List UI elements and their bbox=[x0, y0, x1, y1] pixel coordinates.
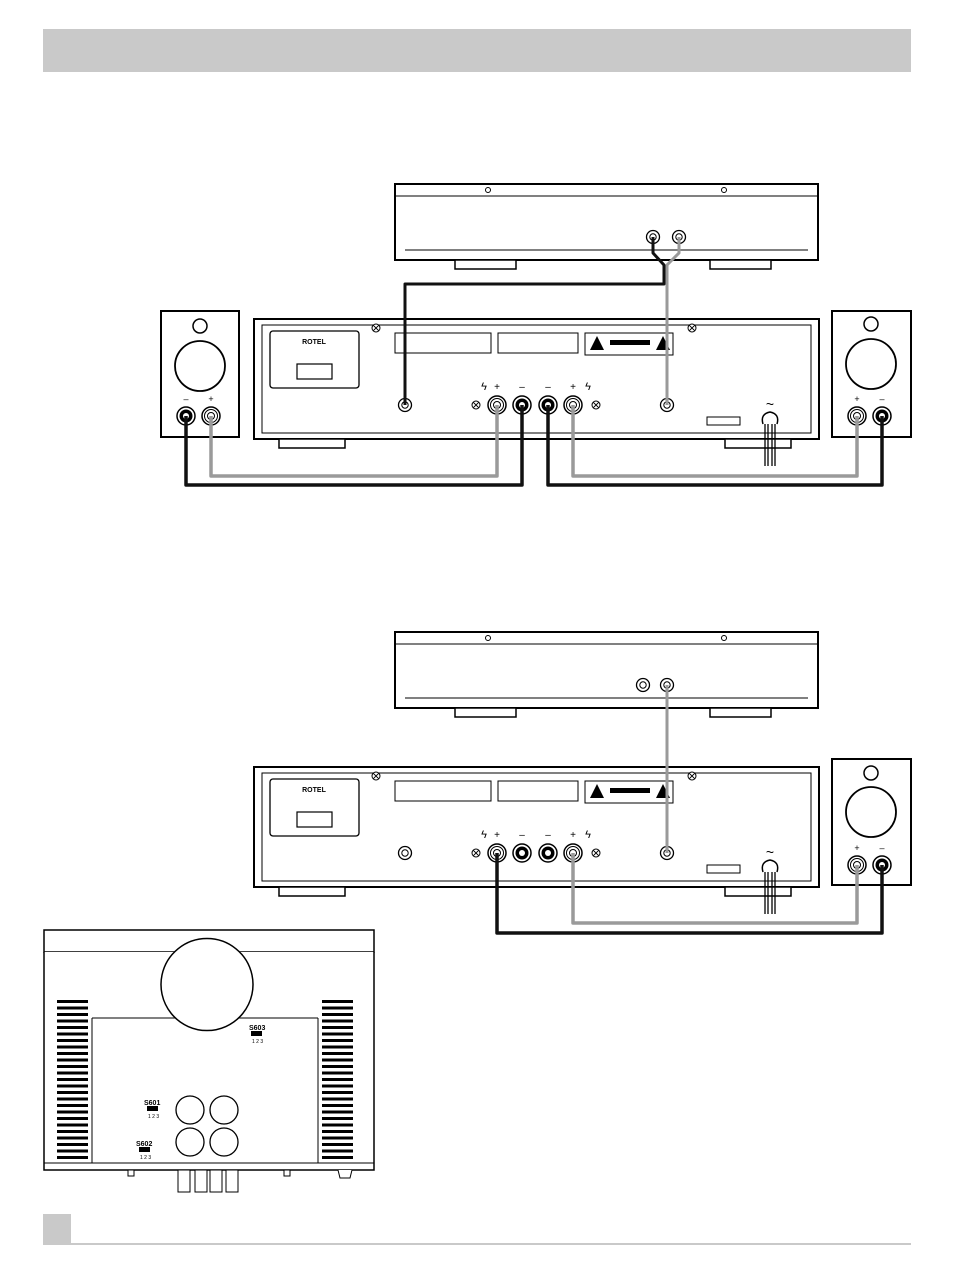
heatsink-fin bbox=[57, 1091, 88, 1094]
ac-symbol: ~ bbox=[766, 396, 774, 412]
heatsink-fin bbox=[322, 1072, 353, 1075]
hazard-symbol: ϟ bbox=[585, 381, 591, 393]
heatsink-fin bbox=[322, 1020, 353, 1023]
heatsink-fin bbox=[322, 1085, 353, 1088]
heatsink-fin bbox=[57, 1052, 88, 1055]
hazard-symbol: ϟ bbox=[481, 381, 487, 393]
heatsink-fin bbox=[322, 1007, 353, 1010]
hazard-symbol: ϟ bbox=[585, 829, 591, 841]
heatsink-fin bbox=[57, 1124, 88, 1127]
minus-label: – bbox=[519, 830, 525, 841]
heatsink-fin bbox=[322, 1130, 353, 1133]
plus-label: + bbox=[854, 843, 859, 853]
plus-label: + bbox=[570, 830, 576, 841]
heatsink-fin bbox=[322, 1013, 353, 1016]
heatsink-fin bbox=[322, 1033, 353, 1036]
switch-s602-label: S602 bbox=[136, 1141, 152, 1148]
speaker-right-top bbox=[832, 311, 911, 437]
minus-label: – bbox=[545, 830, 551, 841]
heatsink-fin bbox=[57, 1007, 88, 1010]
heatsink-fin bbox=[57, 1156, 88, 1159]
heatsink-fin bbox=[57, 1000, 88, 1003]
switch-s603-label: S603 bbox=[249, 1025, 265, 1032]
plus-label: + bbox=[494, 382, 500, 393]
heatsink-fin bbox=[57, 1150, 88, 1153]
heatsink-fin bbox=[57, 1104, 88, 1107]
brand-logo: ROTEL bbox=[302, 339, 326, 346]
heatsink-fin bbox=[57, 1078, 88, 1081]
heatsink-fin bbox=[322, 1026, 353, 1029]
footer-rule bbox=[43, 1243, 911, 1245]
page-number-box bbox=[43, 1214, 71, 1244]
amplifier-unit-top: ROTEL bbox=[254, 319, 819, 466]
heatsink-fin bbox=[322, 1065, 353, 1068]
heatsink-fin bbox=[57, 1020, 88, 1023]
heatsink-fin bbox=[57, 1098, 88, 1101]
heatsink-fin bbox=[57, 1072, 88, 1075]
heatsink-fin bbox=[322, 1059, 353, 1062]
heatsink-fin bbox=[57, 1085, 88, 1088]
minus-label: – bbox=[879, 843, 884, 853]
switch-s603-digits: 1 2 3 bbox=[252, 1039, 263, 1045]
minus-label: – bbox=[879, 394, 884, 404]
heatsink-fin bbox=[57, 1039, 88, 1042]
amplifier-unit-bottom: ROTEL bbox=[254, 767, 819, 914]
speaker-right-bottom bbox=[832, 759, 911, 885]
plus-label: + bbox=[208, 394, 213, 404]
heatsink-fin bbox=[57, 1033, 88, 1036]
heatsink-fin bbox=[322, 1078, 353, 1081]
heatsink-fin bbox=[322, 1098, 353, 1101]
heatsink-fin bbox=[57, 1026, 88, 1029]
switch-s601-digits: 1 2 3 bbox=[148, 1114, 159, 1120]
brand-logo: ROTEL bbox=[302, 787, 326, 794]
heatsink-fin bbox=[322, 1104, 353, 1107]
plus-label: + bbox=[494, 830, 500, 841]
switch-s601-label: S601 bbox=[144, 1100, 160, 1107]
heatsink-fin bbox=[57, 1111, 88, 1114]
heatsink-fin bbox=[57, 1013, 88, 1016]
heatsink-fin bbox=[57, 1137, 88, 1140]
plus-label: + bbox=[854, 394, 859, 404]
source-unit-top bbox=[395, 184, 818, 269]
heatsink-fin bbox=[322, 1091, 353, 1094]
heatsink-fin bbox=[57, 1117, 88, 1120]
minus-label: – bbox=[519, 382, 525, 393]
heatsink-fin bbox=[57, 1130, 88, 1133]
heatsink-fin bbox=[322, 1039, 353, 1042]
heatsink-fin bbox=[322, 1052, 353, 1055]
minus-label: – bbox=[183, 394, 188, 404]
hazard-symbol: ϟ bbox=[481, 829, 487, 841]
speaker-left-top bbox=[161, 311, 239, 437]
heatsink-fin bbox=[322, 1156, 353, 1159]
heatsink-fin bbox=[57, 1059, 88, 1062]
heatsink-fin bbox=[322, 1046, 353, 1049]
heatsink-fin bbox=[322, 1143, 353, 1146]
minus-label: – bbox=[545, 382, 551, 393]
heatsink-fin bbox=[322, 1111, 353, 1114]
heatsink-fin bbox=[57, 1143, 88, 1146]
heatsink-fin bbox=[322, 1117, 353, 1120]
ac-symbol: ~ bbox=[766, 844, 774, 860]
heatsink-fin bbox=[322, 1124, 353, 1127]
heatsink-fin bbox=[322, 1137, 353, 1140]
source-unit-bottom bbox=[395, 632, 818, 717]
switch-s602-digits: 1 2 3 bbox=[140, 1155, 151, 1161]
heatsink-fin bbox=[322, 1000, 353, 1003]
heatsink-fin bbox=[57, 1065, 88, 1068]
heatsink-fin bbox=[322, 1150, 353, 1153]
plus-label: + bbox=[570, 382, 576, 393]
heatsink-fin bbox=[57, 1046, 88, 1049]
